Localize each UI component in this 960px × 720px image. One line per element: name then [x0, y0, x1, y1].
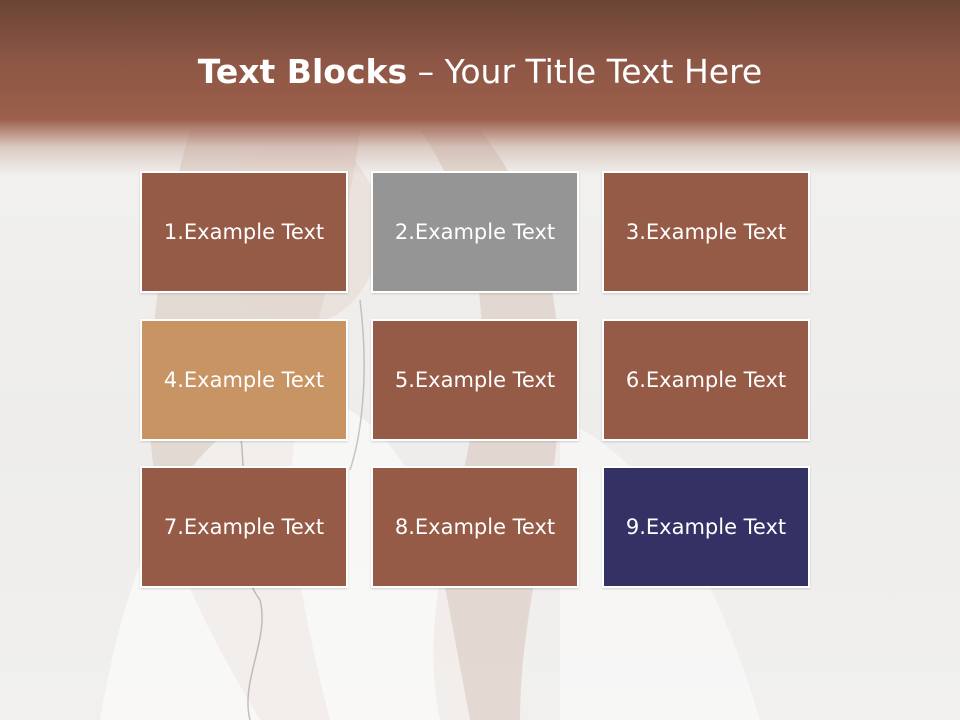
text-block-5[interactable]: 5.Example Text — [371, 319, 579, 441]
text-block-label: 7.Example Text — [163, 515, 325, 539]
text-block-9[interactable]: 9.Example Text — [602, 466, 810, 588]
text-block-6[interactable]: 6.Example Text — [602, 319, 810, 441]
text-block-label: 1.Example Text — [163, 220, 325, 244]
title-dash: – — [407, 52, 445, 91]
text-block-label: 4.Example Text — [163, 368, 325, 392]
text-block-3[interactable]: 3.Example Text — [602, 171, 810, 293]
text-block-label: 2.Example Text — [394, 220, 556, 244]
text-block-label: 8.Example Text — [394, 515, 556, 539]
title-bar — [0, 0, 960, 175]
text-block-label: 3.Example Text — [625, 220, 787, 244]
text-block-label: 6.Example Text — [625, 368, 787, 392]
text-block-2[interactable]: 2.Example Text — [371, 171, 579, 293]
title-bold: Text Blocks — [197, 52, 408, 91]
slide-title[interactable]: Text Blocks – Your Title Text Here — [0, 52, 960, 91]
text-block-7[interactable]: 7.Example Text — [140, 466, 348, 588]
title-rest: Your Title Text Here — [444, 52, 763, 91]
text-block-8[interactable]: 8.Example Text — [371, 466, 579, 588]
text-block-4[interactable]: 4.Example Text — [140, 319, 348, 441]
text-block-1[interactable]: 1.Example Text — [140, 171, 348, 293]
text-block-label: 9.Example Text — [625, 515, 787, 539]
text-block-label: 5.Example Text — [394, 368, 556, 392]
